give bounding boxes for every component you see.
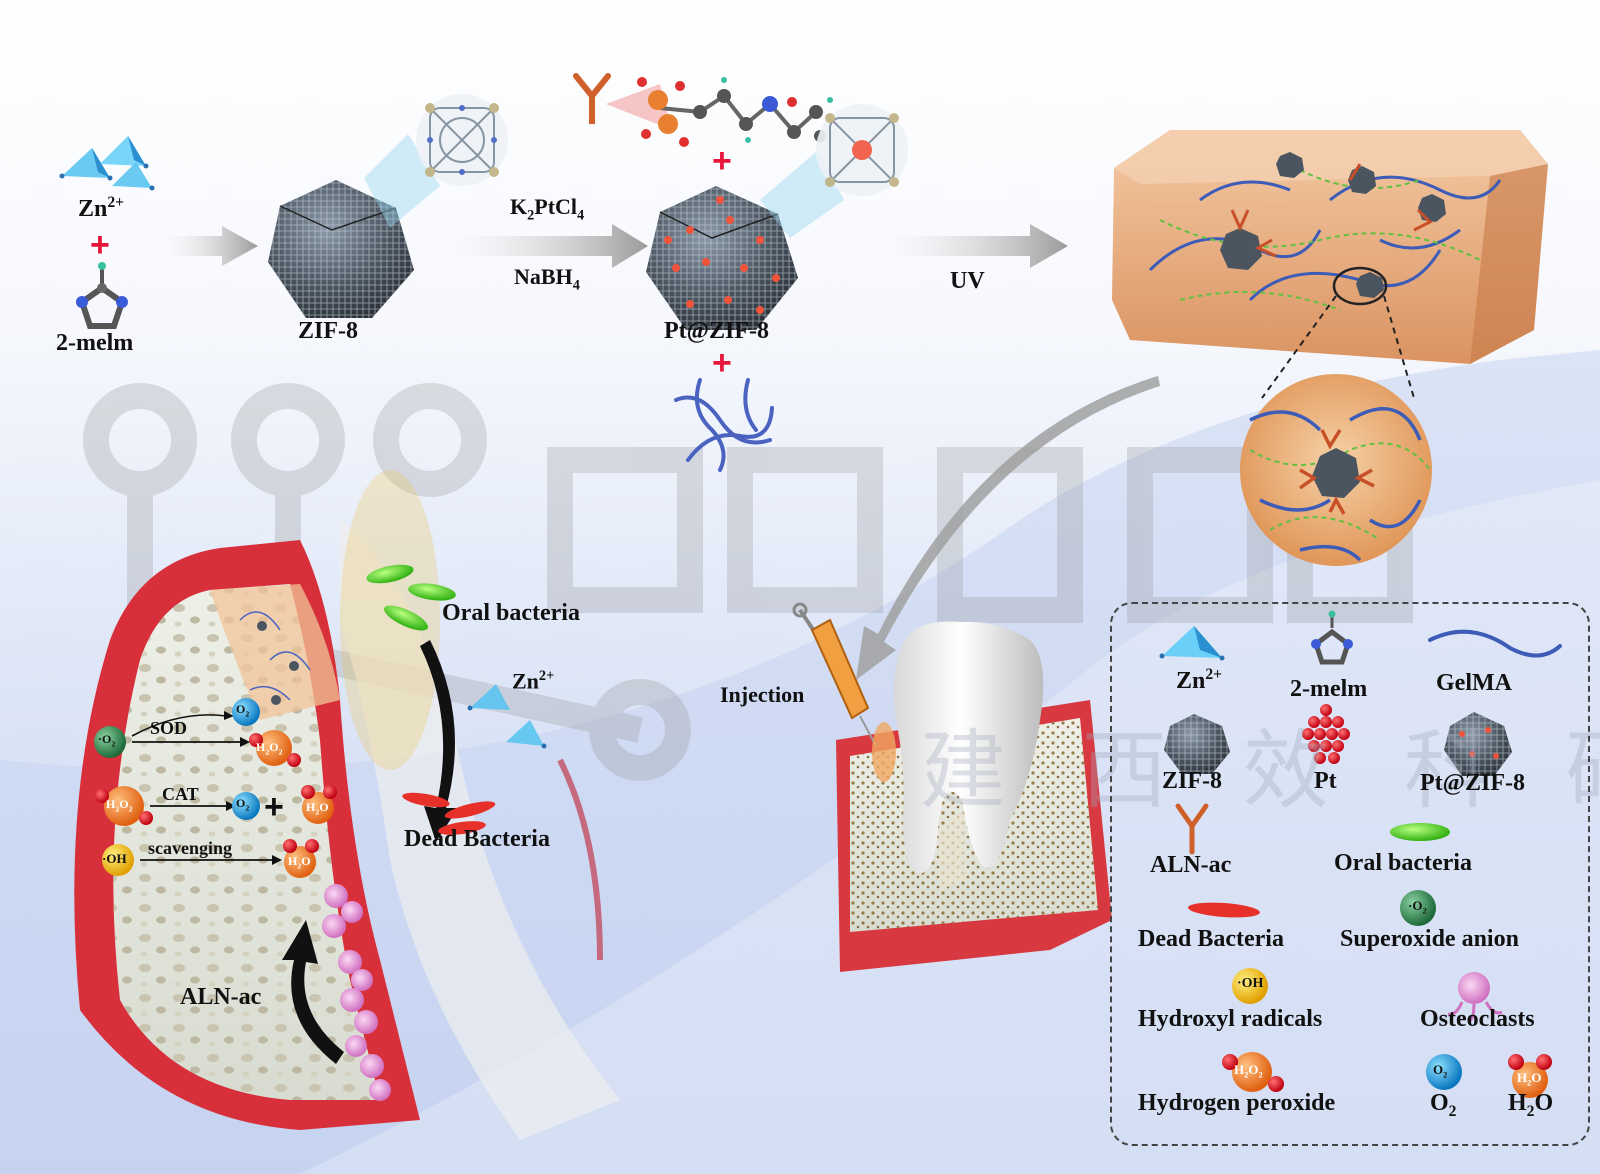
- periodontal-bone-section: [74, 520, 620, 1140]
- ros-reaction-scheme: [94, 698, 337, 878]
- dead-bacteria-label: Dead Bacteria: [404, 826, 550, 852]
- sod-label: SOD: [150, 718, 188, 738]
- legend-2-melm-label: 2-melm: [1290, 676, 1368, 702]
- legend-pt-icon: [1302, 704, 1350, 764]
- legend-icons: [1159, 610, 1562, 1098]
- cat-label: CAT: [162, 784, 199, 804]
- plus-sign: +: [264, 788, 284, 826]
- legend-superoxide-label: Superoxide anion: [1340, 926, 1519, 952]
- legend-osteoclasts-label: Osteoclasts: [1420, 1006, 1535, 1032]
- h2o2-ball-label: H2O2: [106, 797, 133, 814]
- zn-ion-icon: [59, 136, 155, 191]
- legend-h2o-label: H2O: [1508, 1090, 1554, 1120]
- legend-hydrogen-peroxide-label: Hydrogen peroxide: [1138, 1090, 1336, 1116]
- plus-sign: +: [712, 142, 732, 180]
- oral-bacteria-icon: [366, 564, 456, 631]
- injection-label: Injection: [720, 682, 805, 707]
- legend-oral-bacteria-label: Oral bacteria: [1334, 850, 1472, 876]
- legend-h2o2-ball-label: H2O2: [1234, 1062, 1263, 1080]
- legend-gelma-label: GelMA: [1436, 670, 1512, 696]
- superoxide-ball-label: ·O2: [98, 732, 116, 749]
- hydrogel-zoom-circle: [1240, 266, 1432, 566]
- legend-hydroxyl-label: Hydroxyl radicals: [1138, 1006, 1323, 1032]
- pt-zif-8-framework-zoom: [816, 104, 908, 196]
- zif-8-crystal-icon: [268, 134, 440, 318]
- 2-melm-molecule-icon: [76, 262, 128, 329]
- legend-pt-zif-8-icon: [1444, 712, 1512, 776]
- legend-o2-icon: [1426, 1054, 1462, 1090]
- legend-dead-bacteria-icon: [1188, 902, 1260, 918]
- curved-arrow-to-injection: [856, 376, 1160, 680]
- synthesis-arrows: [160, 224, 1068, 268]
- legend-zif-8-label: ZIF-8: [1162, 768, 1222, 794]
- bacteria-kill-arrow: [420, 640, 458, 842]
- gelma-fiber-icon: [674, 378, 774, 472]
- aln-ac-arrow: [282, 920, 344, 1064]
- legend-osteoclast-icon: [1447, 972, 1503, 1024]
- h2o-ball-label: H2O: [306, 800, 329, 817]
- legend-superoxide-icon: [1400, 890, 1436, 926]
- legend-2-melm-icon: [1311, 610, 1353, 665]
- aln-ac-label: ALN-ac: [180, 984, 262, 1010]
- hydrogel-zif-particles: [1220, 152, 1446, 298]
- uv-label: UV: [950, 268, 985, 294]
- zn-label: Zn2+: [78, 194, 125, 222]
- legend-hydroxyl-icon: [1232, 968, 1268, 1004]
- h2o2-ball-label: H2O2: [256, 740, 283, 757]
- legend-aln-ac-label: ALN-ac: [1150, 852, 1232, 878]
- syringe-icon: [792, 602, 877, 747]
- h2o-ball-label: H2O: [288, 854, 311, 871]
- 2-melm-label: 2-melm: [56, 330, 134, 356]
- reagent-nabh4-label: NaBH4: [514, 264, 580, 294]
- plus-sign: +: [90, 226, 110, 264]
- zif-8-label: ZIF-8: [298, 318, 358, 344]
- dead-bacteria-icon: [402, 792, 496, 835]
- legend-dead-bacteria-label: Dead Bacteria: [1138, 926, 1284, 952]
- legend-o2-ball-label: O2: [1433, 1062, 1448, 1080]
- legend-box: [1110, 602, 1590, 1146]
- pt-zif-8-label: Pt@ZIF-8: [664, 318, 769, 344]
- o2-ball-label: O2: [236, 702, 250, 719]
- pt-zif-8-crystal-icon: [646, 150, 844, 330]
- aln-ac-molecule-icon: [573, 73, 833, 147]
- legend-h2o-ball-label: H2O: [1517, 1070, 1542, 1088]
- watermark-text: 建 西 效 科 研 生 态: [920, 721, 1600, 821]
- legend-hydrogen-peroxide-icon: [1222, 1052, 1284, 1092]
- oral-bacteria-label: Oral bacteria: [442, 600, 580, 626]
- legend-pt-label: Pt: [1314, 768, 1337, 794]
- legend-superoxide-ball-label: ·O2: [1408, 898, 1427, 916]
- legend-zn-icon: [1159, 626, 1225, 661]
- hydrogel-block: [1112, 130, 1548, 364]
- legend-oh-ball-label: ·OH: [1237, 976, 1264, 991]
- legend-zn-label: Zn2+: [1176, 666, 1223, 694]
- scavenging-label: scavenging: [148, 838, 233, 858]
- legend-gelma-icon: [1428, 629, 1562, 658]
- reagent-k2ptcl4-label: K2PtCl4: [510, 194, 585, 224]
- legend-aln-ac-icon: [1175, 803, 1209, 855]
- tooth-gum-model: [836, 621, 1112, 972]
- legend-zif-8-icon: [1164, 714, 1230, 774]
- legend-o2-label: O2: [1430, 1090, 1457, 1120]
- legend-pt-zif-8-label: Pt@ZIF-8: [1420, 770, 1525, 796]
- legend-oral-bacteria-icon: [1390, 823, 1450, 841]
- zn-small-label: Zn2+: [512, 668, 555, 694]
- zn-ion-small-icon: [467, 684, 547, 749]
- legend-h2o-icon: [1508, 1054, 1552, 1098]
- o2-ball-label: O2: [236, 796, 250, 813]
- osteoclast-cells: [322, 884, 391, 1101]
- plus-sign: +: [712, 344, 732, 382]
- oh-ball-label: ·OH: [102, 851, 127, 866]
- zif-8-framework-zoom: [416, 94, 508, 186]
